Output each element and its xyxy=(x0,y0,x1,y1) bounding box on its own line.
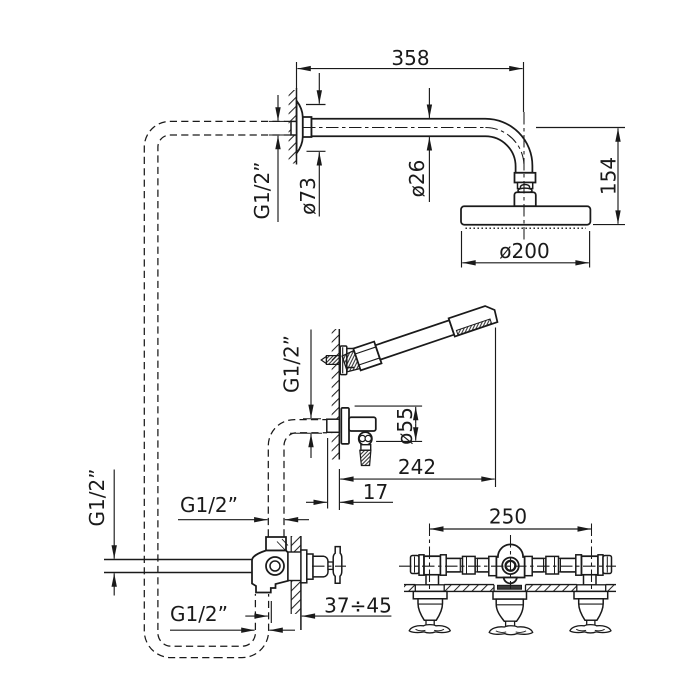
pipe-loop-outer2 xyxy=(215,594,270,659)
label-arm-thread: G1/2” xyxy=(250,161,274,219)
outlet-wall-stub xyxy=(326,418,341,434)
wand-spray-strip xyxy=(455,318,493,336)
valve-wall-tube xyxy=(287,551,303,582)
dim-358 xyxy=(295,62,525,112)
outlet-body xyxy=(348,416,377,432)
dimension-lines xyxy=(111,62,625,633)
label-outlet-offset: 17 xyxy=(363,480,388,504)
head-body xyxy=(460,205,592,226)
right-valve-neck xyxy=(582,574,597,586)
right-valve-escutcheon xyxy=(573,590,609,600)
wall-band-front xyxy=(404,583,616,593)
valve-handle-side xyxy=(332,545,343,584)
pipe-loop-inner xyxy=(157,134,291,647)
wand-nut-line1 xyxy=(354,346,377,355)
label-port-thread: G1/2” xyxy=(170,602,228,626)
union-left xyxy=(459,555,479,575)
outlet-ball-detail2 xyxy=(364,434,372,443)
right-valve-handle xyxy=(569,623,612,634)
shower-head xyxy=(460,205,592,229)
left-valve-cup xyxy=(417,598,444,622)
centerline-arm-bend xyxy=(485,126,525,167)
label-arm-length: 358 xyxy=(391,46,429,70)
pipe-loop-outer xyxy=(143,120,291,659)
label-arm-tube-diameter: ø26 xyxy=(405,160,429,198)
valve-trim-plate1 xyxy=(300,549,308,584)
fixtures xyxy=(104,98,613,636)
union-right xyxy=(542,555,562,575)
valve-port-inner xyxy=(269,560,281,572)
hand-shower xyxy=(320,305,499,376)
label-outlet-escutcheon: ø55 xyxy=(393,407,417,445)
dimension-labels: 358 G1/2” ø73 ø26 154 ø200 G1/2” ø55 242… xyxy=(85,46,621,626)
dim-242 xyxy=(338,327,497,510)
dim-154 xyxy=(536,126,625,226)
front-pipes xyxy=(446,557,576,573)
outlet-hose-tail xyxy=(359,449,372,467)
valve-neck xyxy=(265,536,287,552)
screw-shaft xyxy=(325,355,341,366)
outlet-nipple xyxy=(360,444,372,451)
wall-hatch-middle xyxy=(331,329,340,460)
centerlines xyxy=(303,112,616,590)
dim-200 xyxy=(460,231,591,268)
pipe-riser-outer xyxy=(267,418,327,537)
outlet-escutcheon xyxy=(340,407,350,445)
label-head-drop: 154 xyxy=(597,157,621,195)
dim-17 xyxy=(306,438,393,509)
label-flange-diameter: ø73 xyxy=(296,177,320,215)
mixer-side-view xyxy=(104,536,343,594)
dim-55 xyxy=(354,405,423,442)
right-valve-cup xyxy=(577,598,604,622)
label-riser-thread: G1/2” xyxy=(180,493,238,517)
dim-73 xyxy=(306,73,326,217)
concealed-piping xyxy=(143,120,327,659)
outlet-elbow xyxy=(326,407,377,467)
left-valve-escutcheon xyxy=(412,590,448,600)
center-handle xyxy=(488,625,534,636)
dim-g12-middle xyxy=(290,329,322,458)
label-handshower-projection: 242 xyxy=(398,455,436,479)
wand-group xyxy=(341,305,499,373)
wand-nut-line2 xyxy=(358,357,380,366)
head-mount-block xyxy=(513,191,537,208)
label-head-diameter: ø200 xyxy=(499,239,549,263)
label-valve-spacing: 250 xyxy=(489,505,527,529)
center-dark-band xyxy=(497,584,522,590)
dim-g12-top xyxy=(269,95,285,222)
valve-chamfer2 xyxy=(281,538,289,546)
left-valve-handle xyxy=(408,623,452,634)
label-recess-depth: 37÷45 xyxy=(324,594,392,618)
label-supply-thread: G1/2” xyxy=(85,468,109,526)
head-connector xyxy=(513,171,537,208)
center-escutcheon xyxy=(492,590,528,600)
valve-chamfer1 xyxy=(276,541,288,553)
arm-flange xyxy=(295,98,304,156)
connector-nut xyxy=(513,171,537,184)
front-right-valve xyxy=(569,554,613,634)
dim-3745 xyxy=(245,601,392,623)
label-outlet-thread: G1/2” xyxy=(280,335,304,393)
left-valve-neck xyxy=(425,574,440,586)
center-chin xyxy=(502,576,518,585)
